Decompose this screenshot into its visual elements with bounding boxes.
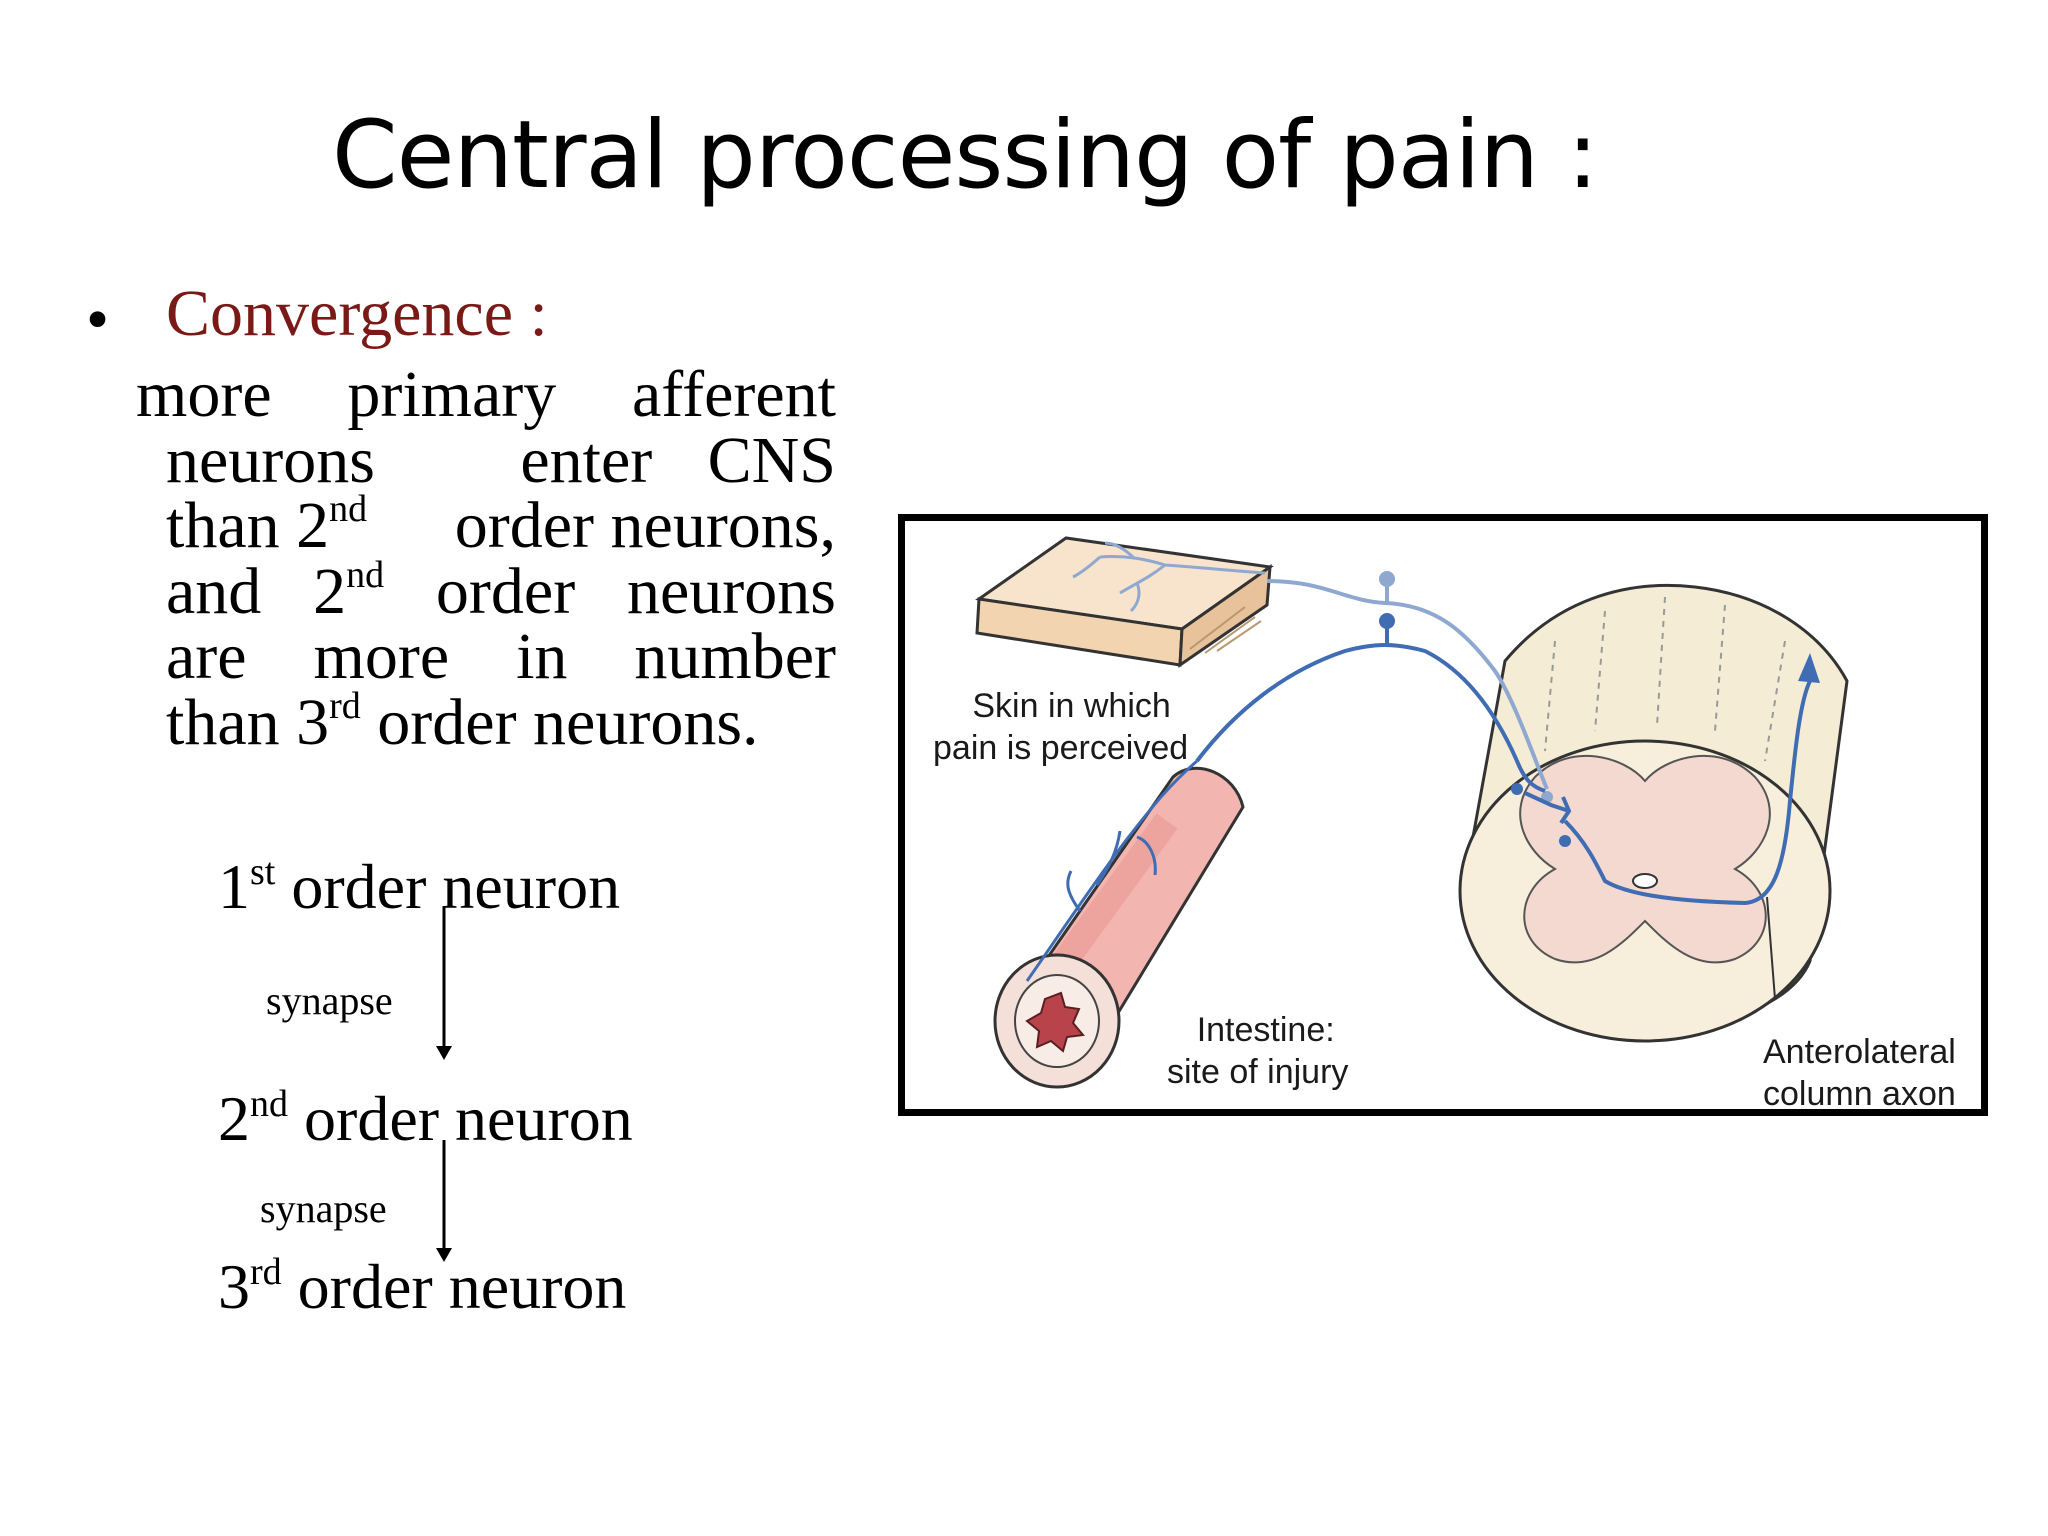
convergence-heading: Convergence : — [166, 277, 548, 350]
second-order-neuron: 2nd order neuron — [218, 1083, 633, 1154]
synapse-label-2: synapse — [260, 1186, 387, 1231]
description-line-4: and 2nd order neurons — [166, 553, 836, 628]
pain-pathway-illustration — [975, 536, 1849, 1089]
arrow-1-head — [436, 1046, 452, 1060]
slide-title: Central processing of pain : — [332, 101, 1599, 210]
description-line-1: more primary afferent — [136, 358, 836, 431]
spinal-cord — [1458, 583, 1849, 1043]
third-order-neuron: 3rd order neuron — [218, 1251, 627, 1322]
convergence-description: more primary afferent neurons enter CNS … — [136, 362, 836, 755]
neuron-pathways — [1195, 571, 1820, 1000]
anterolateral-axon-label: Anterolateral column axon — [1763, 1033, 1956, 1113]
skin-block — [975, 536, 1274, 668]
description-line-3: than 2nd order neurons, — [166, 488, 836, 562]
first-order-neuron: 1st order neuron — [218, 851, 621, 922]
bullet-point: • — [86, 283, 110, 356]
skin-label: Skin in which pain is perceived — [933, 687, 1189, 767]
axon-label-leader — [1766, 896, 1776, 1000]
description-line-2: neurons enter CNS — [166, 423, 836, 497]
synapse-label-1: synapse — [266, 978, 393, 1023]
intestine-tube — [993, 759, 1245, 1089]
axon-arrowhead — [1798, 653, 1820, 683]
description-line-5: are more in number — [166, 620, 836, 693]
description-line-6: than 3rd order neurons. — [166, 684, 759, 759]
intestine-label: Intestine: site of injury — [1167, 1011, 1349, 1091]
pain-pathway-figure: Skin in which pain is perceived Intestin… — [898, 514, 1988, 1116]
